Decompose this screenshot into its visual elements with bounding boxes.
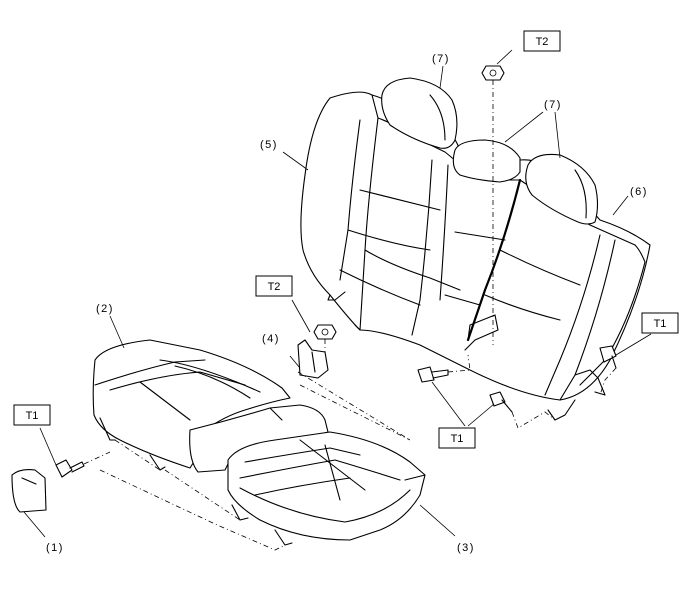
label-part-3: (3) <box>457 542 475 554</box>
svg-text:T1: T1 <box>26 410 39 422</box>
headrest-left <box>381 77 458 149</box>
label-part-1: (1) <box>46 542 64 554</box>
svg-text:T1: T1 <box>451 433 464 445</box>
cover-part-1 <box>11 469 47 513</box>
seat-cushion-left <box>92 339 291 469</box>
label-part-7-top: (7) <box>432 53 450 65</box>
label-part-2: (2) <box>96 303 114 315</box>
torque-box-t1-bottom: T1 <box>438 427 476 449</box>
label-part-6: (6) <box>630 186 648 198</box>
bolt-nut-mid-t2 <box>313 324 337 340</box>
torque-box-t2-top: T2 <box>523 30 561 52</box>
torque-box-t1-right: T1 <box>641 312 679 334</box>
torque-box-t2-mid: T2 <box>255 275 293 297</box>
label-part-4: (4) <box>262 333 280 345</box>
svg-text:T1: T1 <box>654 318 667 330</box>
bracket-part-4 <box>297 339 329 379</box>
seat-cushion-assembly <box>92 339 426 546</box>
torque-box-t1-left: T1 <box>13 404 51 426</box>
svg-text:T2: T2 <box>268 281 281 293</box>
alignment-lines <box>83 80 617 551</box>
bolt-right-t1 <box>599 345 617 369</box>
svg-text:T2: T2 <box>536 36 549 48</box>
seat-back-left <box>300 91 379 331</box>
bolt-nut-top-t2 <box>481 65 505 81</box>
label-part-5: (5) <box>260 139 278 151</box>
bolt-center-right-t1 <box>489 391 513 413</box>
bolt-left-t1 <box>55 459 85 478</box>
headrests <box>381 77 599 225</box>
leader-lines <box>23 49 652 538</box>
label-part-7-right: (7) <box>544 99 562 111</box>
bolt-center-left-t1 <box>417 366 449 383</box>
seat-back-assembly <box>300 91 651 421</box>
headrest-center <box>452 139 521 183</box>
